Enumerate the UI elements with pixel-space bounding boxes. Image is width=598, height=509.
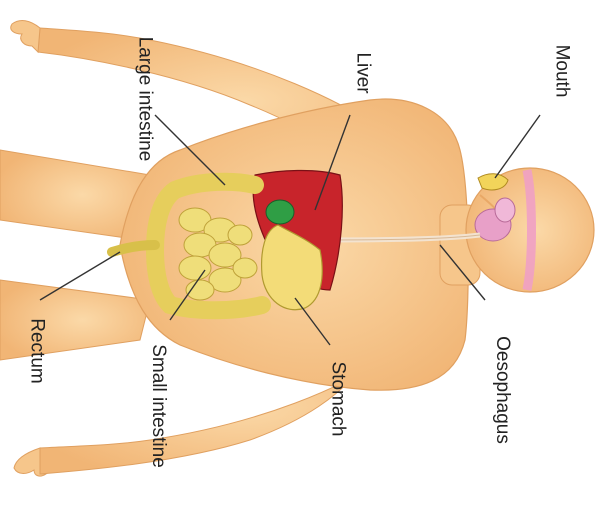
label-rectum: Rectum bbox=[26, 318, 48, 383]
headband bbox=[527, 170, 532, 290]
label-liver: Liver bbox=[352, 52, 374, 93]
label-oesophagus: Oesophagus bbox=[491, 336, 513, 444]
upper-hand bbox=[11, 21, 40, 52]
salivary-gland-2 bbox=[495, 198, 515, 222]
label-stomach: Stomach bbox=[326, 362, 348, 437]
label-small-intestine: Small intestine bbox=[147, 344, 169, 468]
gall-bladder bbox=[266, 200, 294, 224]
lower-leg bbox=[0, 280, 150, 360]
label-mouth: Mouth bbox=[550, 45, 572, 98]
label-large-intestine: Large intestine bbox=[133, 37, 155, 162]
